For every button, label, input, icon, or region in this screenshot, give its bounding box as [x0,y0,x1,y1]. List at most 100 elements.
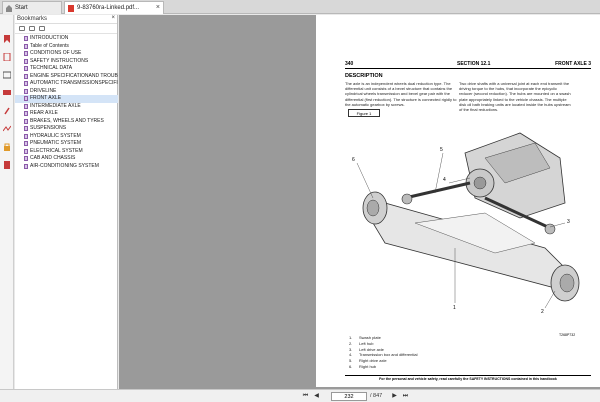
page-chapter-title: FRONT AXLE 3 [555,61,591,67]
bookmarks-title: Bookmarks [17,16,48,22]
bookmark-item[interactable]: CAB AND CHASSIS [15,155,118,163]
legend-text: Right drive axle [359,358,387,364]
callout-1: 1 [453,305,456,311]
legend-number: 6. [349,363,353,369]
bookmark-item[interactable]: TECHNICAL DATA [15,65,118,73]
close-panel-icon[interactable]: × [111,15,115,21]
bookmark-page-icon [24,36,28,41]
callout-2: 2 [541,309,544,315]
bookmark-item[interactable]: AIR-CONDITIONING SYSTEM [15,163,118,171]
pdf-page: 340 SECTION 12.1 FRONT AXLE 3 DESCRIPTIO… [316,15,600,387]
legend-number: 3. [349,346,353,352]
pdf-file-icon [68,5,74,12]
bookmark-label: AIR-CONDITIONING SYSTEM [30,162,99,169]
bookmark-page-icon [24,126,28,131]
description-heading: DESCRIPTION [345,73,383,79]
bookmark-delete-icon[interactable] [29,26,35,31]
bookmark-label: INTRODUCTION [30,35,69,41]
bookmark-options-icon[interactable] [19,26,25,31]
legend-item: 5. Right drive axle [349,358,417,364]
signature-icon[interactable] [3,125,11,133]
bookmark-page-icon [24,43,28,49]
bookmark-page-icon [24,73,28,79]
bookmark-label: HYDRAULIC SYSTEM [30,132,81,139]
bookmark-item[interactable]: BRAKES, WHEELS AND TYRES [15,118,118,126]
document-icon[interactable] [3,161,11,169]
bookmarks-panel: Bookmarks × INTRODUCTION Table of Content… [15,15,118,389]
bookmark-page-icon [24,163,28,169]
page-number-input[interactable]: 232 [331,392,367,401]
legend-item: 4.Transmission box and differential [349,352,417,358]
home-icon [6,5,12,12]
attachment-icon[interactable] [3,107,11,115]
lock-icon[interactable] [3,143,11,151]
description-column-1: The axle is an independent wheels dual r… [345,81,457,107]
bookmark-item[interactable]: DRIVELINE [15,88,118,96]
bookmark-item[interactable]: AUTOMATIC TRANSMISSIONSPECIFICAT [15,80,118,88]
front-axle-diagram: 6 5 4 3 2 1 [352,132,580,315]
legend-item: 2. Left hub [349,341,417,347]
page-section: SECTION 12.1 [457,61,491,67]
bookmark-page-icon [24,141,28,146]
legend-number: 5. [349,358,353,364]
figure-code: T268P732 [559,333,576,337]
tab-label: 9-83760ra-Linked.pdf... [77,5,140,11]
bookmark-label: CONDITIONS OF USE [30,50,82,56]
legend-text: Left hub [359,340,374,346]
tab-document[interactable]: 9-83760ra-Linked.pdf... × [64,1,164,14]
bookmark-page-icon [24,156,28,161]
legend-number: 2. [349,340,353,346]
close-icon[interactable]: × [155,4,160,11]
bookmark-page-icon [24,58,28,64]
bookmark-page-icon [24,66,28,71]
tab-bar: Start 9-83760ra-Linked.pdf... × [0,0,600,14]
bookmark-item[interactable]: ENGINE SPECIFICATIONAND TROUBLE [15,73,118,81]
bookmark-item[interactable]: INTRODUCTION [15,35,118,43]
legend-item: 3.Left drive axle [349,347,417,353]
bookmark-item[interactable]: INTERMEDIATE AXLE [15,103,118,111]
bookmark-item[interactable]: SUSPENSIONS [15,125,118,133]
bookmark-item[interactable]: PNEUMATIC SYSTEM [15,140,118,148]
bookmark-label: SUSPENSIONS [30,125,67,131]
bookmarks-toolbar [15,24,117,34]
bookmark-page-icon [24,111,28,116]
layers-icon[interactable] [3,71,11,79]
bookmark-label: SAFETY INSTRUCTIONS [30,57,89,64]
bookmark-item[interactable]: REAR AXLE [15,110,118,118]
last-page-button[interactable]: ⏭ [402,393,409,399]
next-page-button[interactable]: ▶ [392,393,397,399]
bookmark-icon[interactable] [3,35,11,43]
comment-icon[interactable] [3,89,11,97]
bookmark-item[interactable]: FRONT AXLE [15,95,118,103]
bookmark-page-icon [24,118,28,124]
legend-number: 4. [349,352,353,358]
bookmark-item[interactable]: CONDITIONS OF USE [15,50,118,58]
page-header: 340 SECTION 12.1 FRONT AXLE 3 [345,61,591,69]
tab-start[interactable]: Start [2,1,62,14]
first-page-button[interactable]: ⏮ [302,393,309,399]
bookmark-new-icon[interactable] [39,26,45,31]
bookmark-page-icon [24,96,28,101]
callout-4: 4 [443,177,446,183]
figure-label: Figure 1 [348,109,380,117]
legend-number: 1. [349,335,353,340]
status-bar: ⏮ ◀ 232 / 847 ▶ ⏭ [0,389,600,402]
prev-page-button[interactable]: ◀ [314,393,319,399]
bookmark-item[interactable]: ELECTRICAL SYSTEM [15,148,118,156]
document-viewport[interactable]: 340 SECTION 12.1 FRONT AXLE 3 DESCRIPTIO… [119,15,600,389]
bookmark-label: FRONT AXLE [30,95,62,101]
bookmark-item[interactable]: SAFETY INSTRUCTIONS [15,58,118,66]
page-footer: For the personal and vehicle safety, rea… [345,375,591,381]
bookmark-page-icon [24,148,28,154]
bookmark-item[interactable]: HYDRAULIC SYSTEM [15,133,118,141]
page-number: 340 [345,61,354,67]
thumbnails-icon[interactable] [3,53,11,61]
callout-5: 5 [440,147,443,153]
description-column-2: Two drive shafts with a universal joint … [459,81,571,113]
bookmark-item[interactable]: Table of Contents [15,43,118,51]
legend-item: 6.Right hub [349,364,417,370]
bookmark-page-icon [24,81,28,86]
